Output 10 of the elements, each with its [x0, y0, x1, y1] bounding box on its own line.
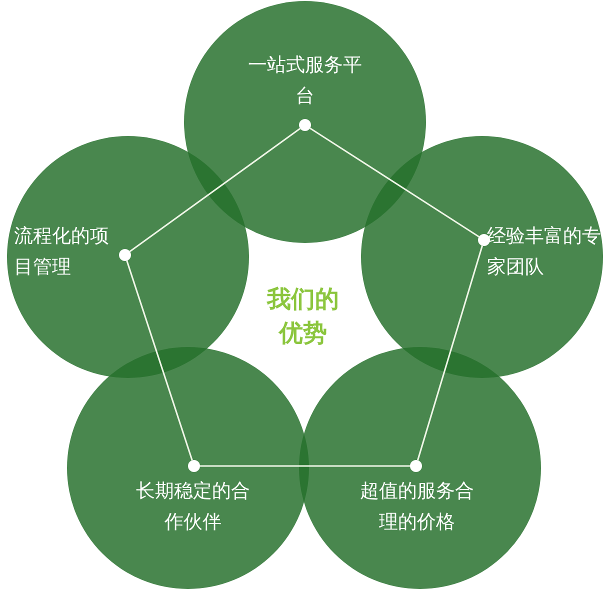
connector-line — [129, 128, 301, 252]
node-text: 流程化的项目管理 — [14, 224, 110, 280]
connector-line — [200, 465, 410, 467]
connector-line — [126, 260, 193, 461]
center-title: 我们的优势 — [266, 284, 340, 349]
connector-line — [310, 128, 480, 238]
node-text: 长期稳定的合作伙伴 — [135, 479, 251, 535]
connector-line — [416, 246, 484, 460]
node-text: 一站式服务平台 — [247, 53, 363, 109]
node-text: 超值的服务合理的价格 — [359, 479, 475, 535]
